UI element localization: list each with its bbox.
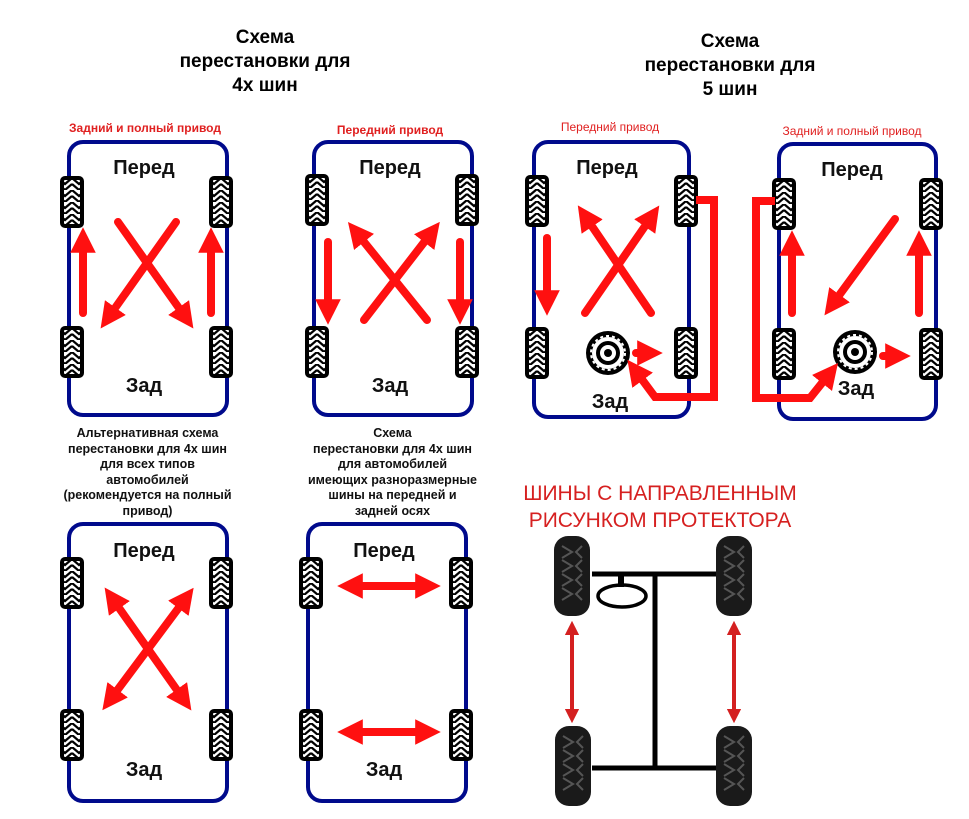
car-body xyxy=(306,522,468,803)
description-alt-4: Альтернативная схема перестановки для 4х… xyxy=(45,426,250,519)
arrow-rear-left-to-front-right xyxy=(360,221,440,324)
label-front: Перед xyxy=(353,540,415,562)
tire-rear-right xyxy=(674,327,698,379)
desc-line: (рекомендуется на полный xyxy=(63,488,232,502)
diagram-fwd-4: Перед Зад xyxy=(305,140,479,417)
directional-tire-rear-right xyxy=(716,726,752,806)
label-front: Перед xyxy=(576,157,638,179)
desc-line: задней осях xyxy=(354,503,431,518)
label-front: Перед xyxy=(113,157,175,179)
tire-front-right xyxy=(449,557,473,609)
steering-wheel-icon xyxy=(596,583,648,609)
arrow-front-right-to-spare xyxy=(627,196,718,401)
arrow-front-right-rear-left-swap xyxy=(102,587,194,711)
arrow-front-right-to-rear-left xyxy=(100,218,180,329)
car-body xyxy=(67,522,229,803)
tire-rear-left xyxy=(60,709,84,761)
directional-tire-front-right xyxy=(716,536,752,616)
subtitle-fwd-5: Передний привод xyxy=(560,120,660,134)
label-rear: Зад xyxy=(592,391,629,413)
directional-tires-diagram xyxy=(554,536,752,806)
diagram-rwd-awd-4: Перед Зад xyxy=(60,140,233,417)
desc-line: Альтернативная схема xyxy=(76,426,219,440)
desc-line: автомобилей xyxy=(106,472,189,487)
subtitle-fwd-4: Передний привод xyxy=(336,123,444,137)
spare-tire xyxy=(585,330,631,376)
diagram-fwd-5: Перед Зад xyxy=(525,140,718,419)
title-line: 5 шин xyxy=(702,79,758,100)
title-line: Схема xyxy=(700,31,760,52)
desc-line: для автомобилей xyxy=(337,457,448,471)
directional-tires-title: ШИНЫ С НАПРАВЛЕННЫМ РИСУНКОМ ПРОТЕКТОРА xyxy=(495,480,825,534)
tire-rear-right xyxy=(449,709,473,761)
desc-line: имеющих разноразмерные xyxy=(307,472,477,487)
description-diff-size-4: Схема перестановки для 4х шин для автомо… xyxy=(285,426,500,519)
tire-rear-left xyxy=(772,328,796,380)
label-front: Перед xyxy=(113,540,175,562)
tire-front-right xyxy=(209,557,233,609)
title-5-tires: Схема перестановки для 5 шин xyxy=(625,30,835,102)
arrow-rear-right-to-front-left xyxy=(347,222,431,324)
car-body xyxy=(67,140,229,417)
tire-front-right xyxy=(455,174,479,226)
title-line: Схема xyxy=(235,27,295,48)
diagram-diff-size-4: Перед Зад xyxy=(299,522,473,803)
tire-rear-right xyxy=(919,328,943,380)
desc-line: шины на передней и xyxy=(328,488,457,502)
desc-line: перестановки для 4х шин xyxy=(68,441,227,456)
label-rear: Зад xyxy=(366,759,403,781)
diagram-rwd-awd-5: Перед Зад xyxy=(752,142,943,421)
label-front: Перед xyxy=(821,159,883,181)
tire-front-left xyxy=(305,174,329,226)
car-body xyxy=(777,142,938,421)
tire-rear-left xyxy=(60,326,84,378)
tire-front-left xyxy=(60,557,84,609)
arrow-front-left-to-rear-right xyxy=(114,218,194,329)
tire-front-right xyxy=(209,176,233,228)
desc-line: перестановки для 4х шин xyxy=(313,441,472,456)
title-line: перестановки для xyxy=(644,55,816,76)
tire-front-left xyxy=(525,175,549,227)
desc-line: Схема xyxy=(373,426,412,440)
label-rear: Зад xyxy=(126,759,163,781)
title-line: перестановки для xyxy=(179,51,351,72)
label-front: Перед xyxy=(359,157,421,179)
subtitle-rwd-awd-5: Задний и полный привод xyxy=(782,124,922,138)
title-4-tires: Схема перестановки для 4х шин xyxy=(160,26,370,98)
arrow-front-right-to-rear-left xyxy=(824,215,899,316)
tire-front-left xyxy=(60,176,84,228)
tire-rear-right xyxy=(209,326,233,378)
tire-rear-left xyxy=(299,709,323,761)
car-body xyxy=(532,140,691,419)
title-line: 4х шин xyxy=(232,75,298,96)
title-line: ШИНЫ С НАПРАВЛЕННЫМ xyxy=(523,482,797,505)
tire-rear-left xyxy=(525,327,549,379)
car-body xyxy=(312,140,474,417)
desc-line: для всех типов xyxy=(100,457,195,471)
arrow-front-left-to-spare xyxy=(752,197,838,402)
label-rear: Зад xyxy=(372,375,409,397)
tire-front-left xyxy=(299,557,323,609)
tire-front-left xyxy=(772,178,796,230)
tire-rear-left xyxy=(305,326,329,378)
label-rear: Зад xyxy=(126,375,163,397)
tire-rear-right xyxy=(209,709,233,761)
diagram-alt-4: Перед Зад xyxy=(60,522,233,803)
desc-line: привод) xyxy=(122,503,173,518)
subtitle-rwd-awd-4: Задний и полный привод xyxy=(69,121,221,135)
tire-front-right xyxy=(674,175,698,227)
title-line: РИСУНКОМ ПРОТЕКТОРА xyxy=(528,509,792,532)
directional-tire-rear-left xyxy=(555,726,591,806)
label-rear: Зад xyxy=(838,378,875,400)
directional-tire-front-left xyxy=(554,536,590,616)
tire-front-right xyxy=(919,178,943,230)
tire-rear-right xyxy=(455,326,479,378)
arrow-rear-left-to-front-right xyxy=(581,205,660,317)
spare-tire xyxy=(832,329,878,375)
